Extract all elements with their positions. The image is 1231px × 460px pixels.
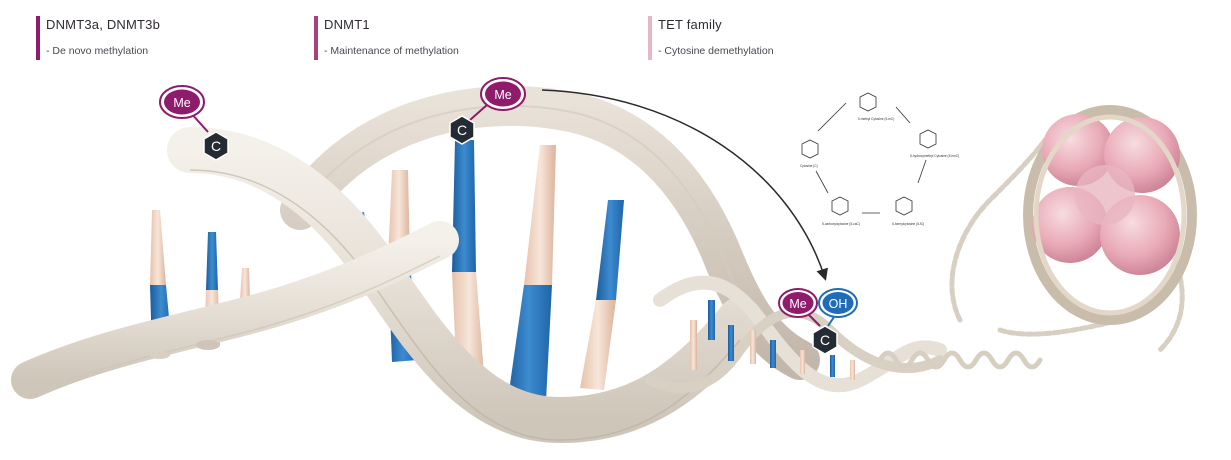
methyl-cytosine-marker-1: Me C (159, 85, 229, 161)
methyl-cytosine-marker-2: Me C (449, 77, 526, 145)
dna-front-strand (167, 127, 763, 444)
cycle-label-5cac: 5-carboxylcytosine (5-caC) (822, 222, 860, 226)
me-label: Me (789, 297, 806, 311)
me-badge (485, 81, 521, 107)
cycle-label-c: Cytosine (C) (800, 164, 818, 168)
tet-cycle-diagram: 5-methyl Cytosine (5-mC) 5-hydroxymethyl… (800, 92, 959, 226)
cycle-label-5mc: 5-methyl Cytosine (5-mC) (858, 117, 894, 121)
me-label: Me (173, 96, 190, 110)
cytosine-icon (812, 325, 838, 355)
legend-subtitle: - Cytosine demethylation (658, 45, 774, 57)
legend-subtitle: - Maintenance of methylation (324, 45, 459, 57)
cytosine-label: C (457, 122, 467, 138)
cytosine-label: C (820, 332, 830, 348)
methylation-arrow (541, 89, 828, 281)
me-badge (782, 292, 814, 314)
legend-tet: TET family - Cytosine demethylation (648, 16, 774, 60)
cytosine-icon (203, 131, 229, 161)
base-pair (580, 200, 624, 390)
legend-dnmt1: DNMT1 - Maintenance of methylation (314, 16, 459, 60)
dna-left-strand (11, 221, 459, 399)
base-pair (505, 145, 556, 420)
legend-title: DNMT3a, DNMT3b (46, 17, 161, 32)
cytosine-icon (449, 115, 475, 145)
cytosine-label: C (211, 138, 221, 154)
legend-dnmt3: DNMT3a, DNMT3b - De novo methylation (36, 16, 160, 60)
legend-title: TET family (658, 17, 722, 32)
me-label: Me (494, 88, 511, 102)
me-badge (164, 89, 200, 115)
legend-subtitle: - De novo methylation (46, 45, 149, 57)
legend-bar (314, 16, 318, 60)
cycle-label-5fc: 5-formylcytosine (5-fC) (892, 222, 924, 226)
nucleosome (1023, 105, 1197, 325)
legend-bar (648, 16, 652, 60)
oh-badge (822, 292, 854, 314)
cycle-label-5hmc: 5-hydroxymethyl Cytosine (5-hmC) (910, 154, 959, 158)
legend-title: DNMT1 (324, 17, 370, 32)
hydroxymethyl-cytosine-marker: Me OH C (778, 288, 858, 355)
legend-bar (36, 16, 40, 60)
oh-label: OH (829, 297, 848, 311)
